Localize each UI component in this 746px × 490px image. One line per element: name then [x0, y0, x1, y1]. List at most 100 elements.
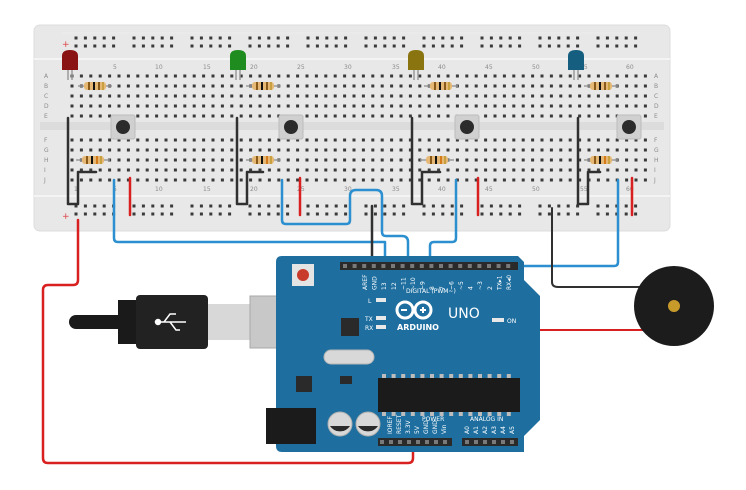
led-red[interactable]: [62, 50, 78, 80]
hole: [258, 148, 262, 152]
header-pin: [483, 440, 487, 444]
hole: [606, 168, 610, 172]
led-yellow[interactable]: [408, 50, 424, 80]
push-button[interactable]: [110, 114, 136, 140]
header-pin: [391, 264, 395, 268]
hole: [559, 138, 563, 142]
rail-hole: [596, 204, 600, 208]
hole: [343, 104, 347, 108]
hole: [625, 158, 629, 162]
hole: [474, 104, 478, 108]
header-pin: [400, 264, 405, 268]
hole: [568, 104, 572, 108]
push-button[interactable]: [454, 114, 480, 140]
hole: [587, 114, 591, 118]
chip-pin: [420, 412, 425, 416]
hole: [606, 104, 610, 108]
hole: [390, 94, 394, 98]
hole: [596, 74, 600, 78]
rail-hole: [450, 212, 454, 216]
rail-hole: [306, 44, 310, 48]
push-button[interactable]: [616, 114, 642, 140]
chip-pin: [391, 412, 396, 416]
hole: [211, 158, 215, 162]
piezo-buzzer[interactable]: [634, 266, 714, 346]
resistor[interactable]: [420, 156, 454, 164]
hole: [418, 148, 422, 152]
header-pin: [425, 440, 429, 444]
resistor[interactable]: [246, 82, 280, 90]
rail-hole: [190, 204, 194, 208]
resistor[interactable]: [78, 82, 112, 90]
resistor[interactable]: [424, 82, 458, 90]
rail-hole: [538, 44, 542, 48]
hole: [521, 148, 525, 152]
hole: [371, 148, 375, 152]
hole: [493, 94, 497, 98]
usb-symbol-icon: [154, 313, 186, 331]
reset-button[interactable]: [292, 264, 314, 286]
pin-label: ~3: [477, 281, 484, 290]
power-jack[interactable]: [266, 408, 316, 444]
hole: [164, 84, 168, 88]
hole: [484, 94, 488, 98]
hole: [126, 94, 130, 98]
hole: [314, 84, 318, 88]
resistor[interactable]: [246, 156, 280, 164]
hole: [220, 84, 224, 88]
rail-hole: [102, 36, 106, 40]
hole: [192, 104, 196, 108]
hole: [164, 178, 168, 182]
pin-label: TX▸1: [496, 275, 503, 291]
led-body: [408, 50, 424, 70]
rail-hole: [170, 204, 174, 208]
pin-label: 8: [429, 286, 436, 290]
hole: [484, 114, 488, 118]
chip-pin: [449, 374, 454, 378]
resistor[interactable]: [76, 156, 110, 164]
push-button[interactable]: [278, 114, 304, 140]
hole: [578, 148, 582, 152]
hole: [559, 104, 563, 108]
hole: [155, 104, 159, 108]
hole: [380, 158, 384, 162]
rail-hole: [74, 204, 78, 208]
hole: [502, 148, 506, 152]
rail-hole: [450, 44, 454, 48]
hole: [578, 84, 582, 88]
hole: [239, 84, 243, 88]
rail-hole: [315, 36, 319, 40]
hole: [615, 148, 619, 152]
hole: [427, 138, 431, 142]
hole: [502, 178, 506, 182]
hole: [643, 94, 647, 98]
wires: [41, 116, 649, 465]
chip-pin: [439, 412, 444, 416]
rail-hole: [538, 212, 542, 216]
hole: [625, 94, 629, 98]
hole: [192, 178, 196, 182]
small-chip: [341, 318, 359, 336]
resistor[interactable]: [584, 82, 618, 90]
hole: [455, 74, 459, 78]
hole: [625, 74, 629, 78]
hole: [549, 138, 553, 142]
hole: [108, 74, 112, 78]
hole: [333, 84, 337, 88]
hole: [202, 138, 206, 142]
resistor[interactable]: [584, 156, 618, 164]
hole: [155, 74, 159, 78]
led-label-l: L: [368, 298, 372, 305]
rail-hole: [383, 36, 387, 40]
rail-hole: [276, 44, 280, 48]
rail-hole: [306, 212, 310, 216]
led-blue[interactable]: [568, 50, 584, 80]
red-wire: [41, 218, 415, 465]
rail-hole: [199, 204, 203, 208]
led-green[interactable]: [230, 50, 246, 80]
hole: [371, 178, 375, 182]
hole: [399, 178, 403, 182]
chip-pin: [497, 374, 502, 378]
header-pin: [487, 264, 491, 268]
rail-hole: [373, 36, 377, 40]
